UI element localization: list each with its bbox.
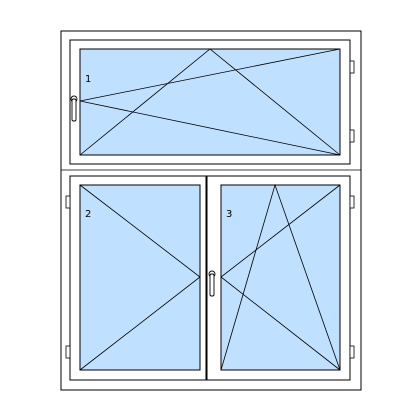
turn-mark-1 — [79, 48, 341, 156]
hinge-icon — [349, 345, 355, 359]
turn-mark-3 — [220, 184, 341, 371]
hinge-icon — [349, 129, 355, 143]
glass-1 — [79, 48, 341, 156]
pane-2: 2 — [65, 175, 207, 381]
pane-label-3: 3 — [226, 209, 232, 220]
glass-3 — [220, 184, 341, 371]
hinge-icon — [349, 195, 355, 209]
pane-label-1: 1 — [85, 74, 91, 85]
tilt-mark-1 — [79, 48, 341, 156]
handle-1-icon — [70, 95, 78, 122]
pane-3: 3 — [206, 175, 355, 381]
pane-label-2: 2 — [85, 209, 91, 220]
hinge-icon — [65, 345, 71, 359]
hinge-icon — [349, 60, 355, 74]
pane-1: 1 — [69, 39, 355, 165]
turn-mark-2 — [79, 184, 201, 371]
tilt-mark-3 — [220, 183, 341, 371]
handle-3-icon — [208, 270, 216, 297]
glass-2 — [79, 184, 201, 371]
hinge-icon — [65, 195, 71, 209]
